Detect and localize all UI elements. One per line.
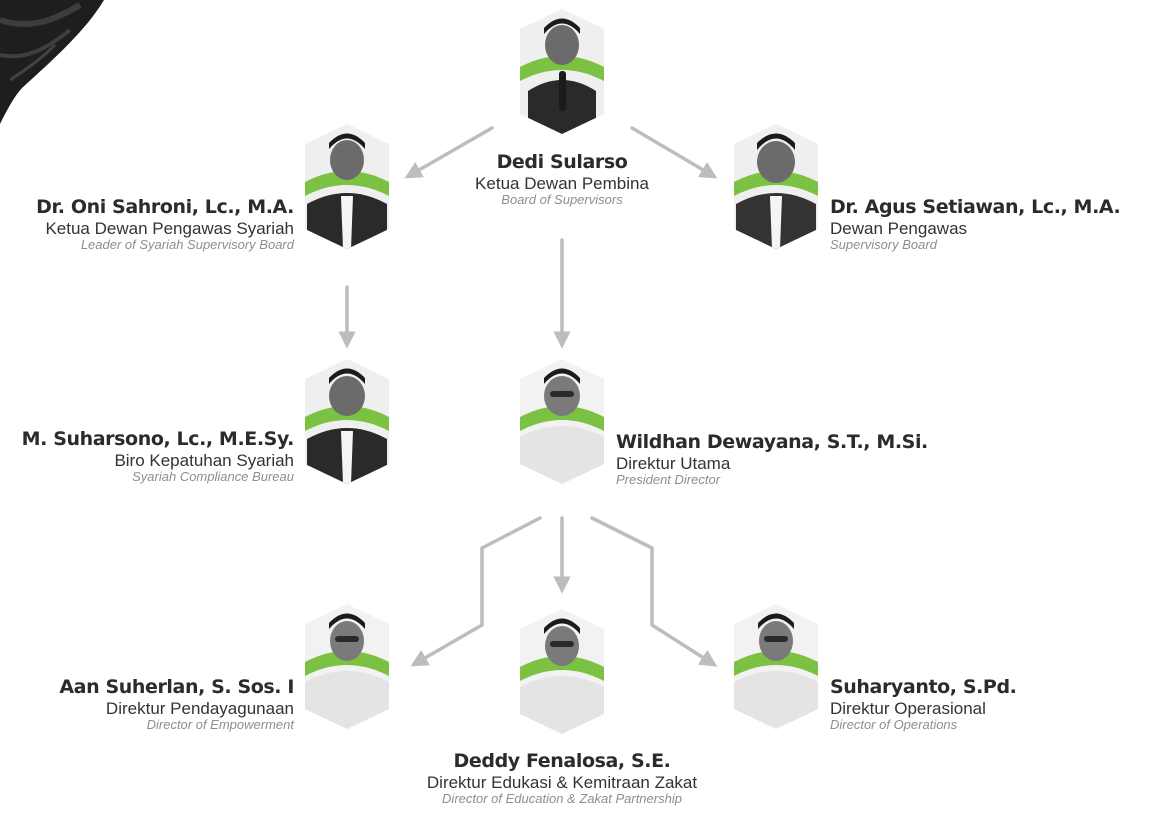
person-name: Wildhan Dewayana, S.T., M.Si. — [616, 431, 928, 453]
person-name: Aan Suherlan, S. Sos. I — [59, 676, 294, 698]
photo-wildhan-dewayana — [520, 359, 604, 484]
arrow-dedi-to-agus — [630, 126, 718, 179]
corner-decoration — [0, 0, 104, 124]
label-dedi-sularso: Dedi Sularso Ketua Dewan Pembina Board o… — [412, 151, 712, 208]
person-role-en: Supervisory Board — [830, 237, 937, 253]
person-role: Direktur Operasional — [830, 698, 986, 718]
photo-m-suharsono — [305, 359, 389, 484]
photo-suharyanto — [734, 604, 818, 729]
photo-deddy-fenalosa — [520, 609, 604, 734]
arrow-dedi-to-oni — [404, 126, 494, 179]
person-name: Dr. Agus Setiawan, Lc., M.A. — [830, 196, 1121, 218]
label-oni-sahroni: Dr. Oni Sahroni, Lc., M.A. Ketua Dewan P… — [0, 196, 294, 253]
person-role: Direktur Pendayagunaan — [105, 698, 294, 718]
person-role-en: President Director — [616, 472, 721, 488]
label-m-suharsono: M. Suharsono, Lc., M.E.Sy. Biro Kepatuha… — [0, 428, 295, 485]
person-role-en: Director of Operations — [830, 717, 958, 733]
person-role: Direktur Edukasi & Kemitraan Zakat — [426, 772, 698, 792]
label-wildhan-dewayana: Wildhan Dewayana, S.T., M.Si. Direktur U… — [616, 431, 976, 488]
person-name: Suharyanto, S.Pd. — [830, 676, 1017, 698]
person-role-en: Syariah Compliance Bureau — [132, 469, 294, 485]
photo-dedi-sularso — [520, 9, 604, 134]
person-role: Ketua Dewan Pembina — [475, 173, 649, 193]
photo-oni-sahroni — [305, 124, 389, 249]
label-suharyanto: Suharyanto, S.Pd. Direktur Operasional D… — [830, 676, 1145, 733]
person-role: Direktur Utama — [616, 453, 731, 473]
photo-agus-setiawan — [734, 124, 818, 249]
person-name: Dedi Sularso — [496, 151, 628, 173]
label-deddy-fenalosa: Deddy Fenalosa, S.E. Direktur Edukasi & … — [362, 750, 762, 807]
person-role-en: Director of Education & Zakat Partnershi… — [442, 791, 682, 807]
person-role: Dewan Pengawas — [830, 218, 968, 238]
person-role: Ketua Dewan Pengawas Syariah — [45, 218, 294, 238]
label-aan-suherlan: Aan Suherlan, S. Sos. I Direktur Pendaya… — [0, 676, 294, 733]
person-name: Deddy Fenalosa, S.E. — [453, 750, 671, 772]
person-role: Biro Kepatuhan Syariah — [114, 450, 294, 470]
person-name: M. Suharsono, Lc., M.E.Sy. — [21, 428, 295, 450]
person-name: Dr. Oni Sahroni, Lc., M.A. — [36, 196, 294, 218]
label-agus-setiawan: Dr. Agus Setiawan, Lc., M.A. Dewan Penga… — [830, 196, 1145, 253]
person-role-en: Board of Supervisors — [501, 192, 623, 208]
photo-aan-suherlan — [305, 604, 389, 729]
arrow-wildhan-to-suharyanto — [590, 516, 718, 667]
arrow-wildhan-to-aan — [410, 516, 542, 667]
person-role-en: Director of Empowerment — [146, 717, 294, 733]
person-role-en: Leader of Syariah Supervisory Board — [80, 237, 294, 253]
